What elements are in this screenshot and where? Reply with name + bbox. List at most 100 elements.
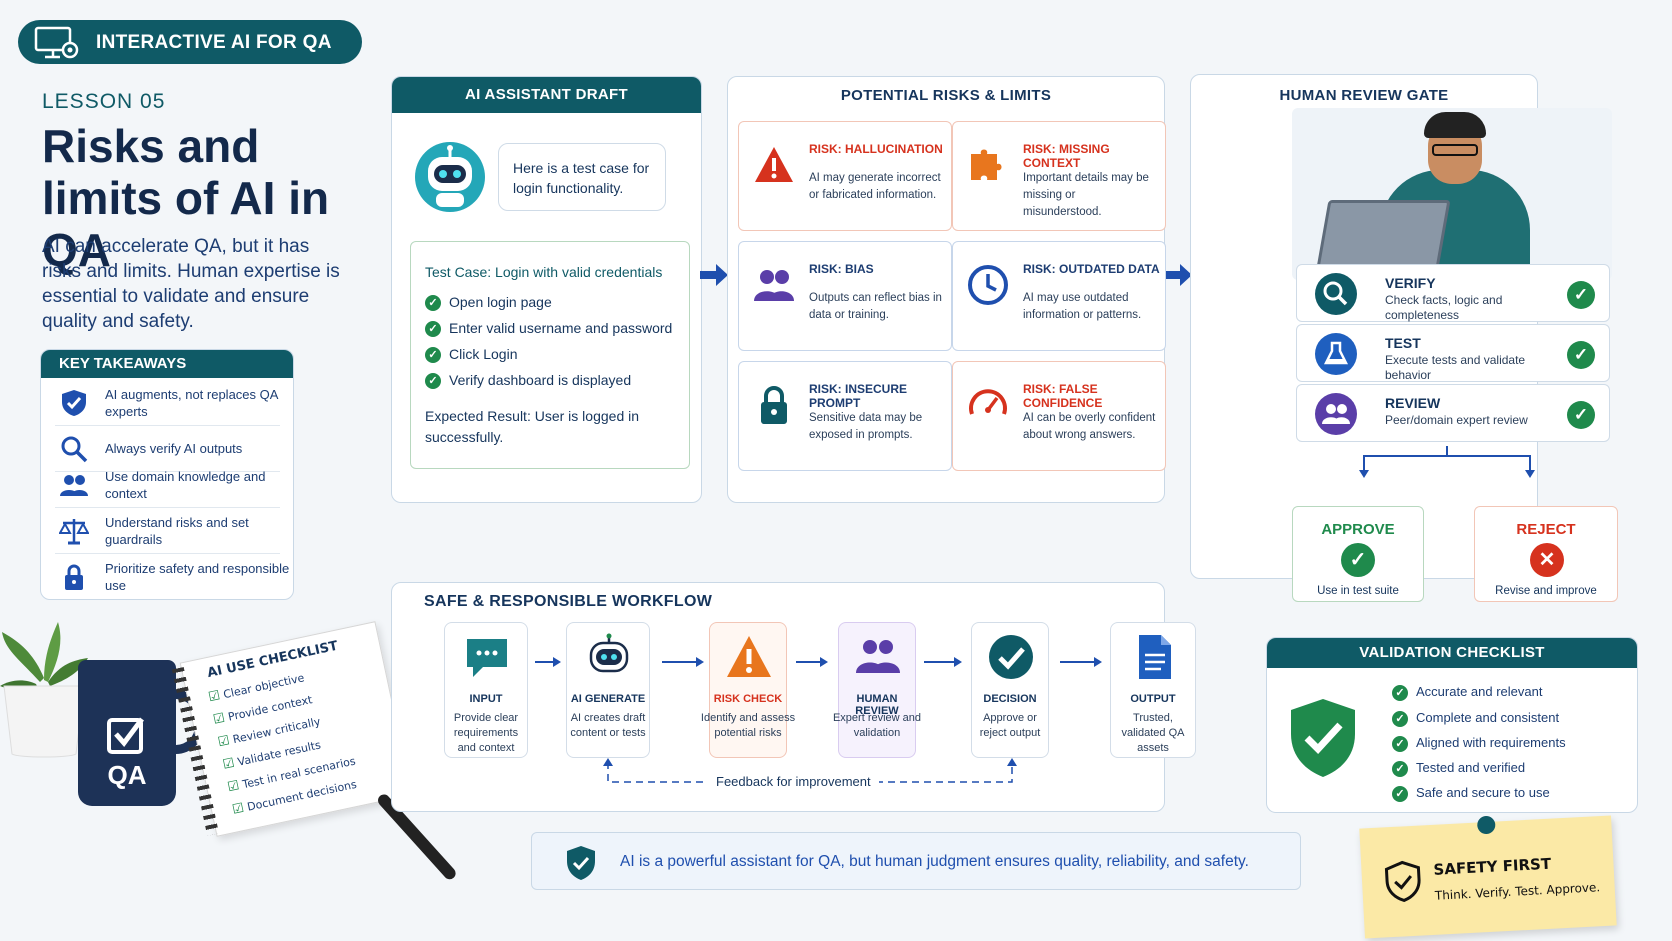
note-title: SAFETY FIRST — [1433, 854, 1552, 879]
risk-desc: Sensitive data may be exposed in prompts… — [809, 412, 923, 441]
expected-result: Expected Result: User is logged in succe… — [425, 408, 640, 445]
risk-desc: AI may generate incorrect or fabricated … — [809, 172, 941, 201]
check-circle-icon: ✓ — [1341, 543, 1375, 577]
lesson-label: LESSON 05 — [42, 90, 166, 113]
workflow-step-title: OUTPUT — [1130, 693, 1176, 705]
check-circle-icon — [989, 635, 1033, 679]
risk-desc: Important details may be missing or misu… — [1023, 172, 1149, 218]
check-icon: ✓ — [425, 373, 441, 390]
test-step: ✓Open login page — [425, 294, 552, 312]
checklist-title: AI USE CHECKLIST — [206, 638, 340, 682]
test-case-card: Test Case: Login with valid credentials … — [410, 241, 690, 469]
takeaway-item: Use domain knowledge and context — [55, 462, 280, 508]
risk-title: RISK: BIAS — [809, 262, 874, 276]
workflow-step-desc: AI creates draft content or tests — [570, 712, 646, 739]
workflow-step-human-review: HUMAN REVIEW Expert review and validatio… — [833, 622, 921, 758]
takeaway-item: Prioritize safety and responsible use — [55, 554, 289, 600]
gate-row-title: TEST — [1385, 335, 1421, 351]
people-icon — [754, 270, 794, 301]
mug-label: QA — [107, 760, 147, 790]
takeaway-label: Understand risks and set guardrails — [105, 515, 249, 547]
test-case-heading: Test Case: Login with valid credentials — [425, 264, 663, 280]
checkbox-icon — [107, 717, 144, 754]
shield-check-icon — [1384, 860, 1421, 903]
takeaway-label: AI augments, not replaces QA experts — [105, 387, 278, 419]
check-icon: ✓ — [1567, 401, 1595, 429]
test-step: ✓Enter valid username and password — [425, 320, 672, 338]
takeaway-item: Understand risks and set guardrails — [55, 508, 280, 554]
workflow-step-title: RISK CHECK — [713, 693, 783, 705]
gate-title: HUMAN REVIEW GATE — [1279, 87, 1449, 104]
lock-icon — [65, 564, 83, 590]
arrow-right-icon — [535, 657, 561, 667]
risk-title: RISK: FALSE CONFIDENCE — [1023, 382, 1103, 410]
risk-title: RISK: INSECURE PROMPT — [809, 382, 908, 410]
takeaway-item: Always verify AI outputs — [55, 426, 280, 472]
reject-desc: Revise and improve — [1495, 585, 1597, 597]
puzzle-icon — [971, 149, 1002, 180]
arrow-right-icon — [1060, 657, 1102, 667]
risk-card-insecure-prompt: RISK: INSECURE PROMPT Sensitive data may… — [738, 361, 952, 471]
potential-risks-panel: POTENTIAL RISKS & LIMITS RISK: HALLUCINA… — [727, 76, 1166, 503]
workflow-step-decision: DECISION Approve or reject output — [971, 622, 1049, 758]
risk-title: RISK: HALLUCINATION — [809, 142, 943, 156]
workflow-step-ai-generate: AI GENERATE AI creates draft content or … — [566, 622, 650, 758]
check-icon: ✓ — [1392, 760, 1408, 777]
branch-arrows — [1359, 446, 1535, 478]
risk-desc: Outputs can reflect bias in data or trai… — [809, 292, 942, 321]
risk-desc: AI can be overly confident about wrong a… — [1023, 412, 1156, 441]
risk-card-missing-context: RISK: MISSING CONTEXT Important details … — [952, 121, 1166, 231]
validation-item: ✓Accurate and relevant — [1392, 684, 1542, 701]
page-title: Risks and limits of AI in QA — [42, 120, 330, 276]
check-icon: ✓ — [1392, 684, 1408, 701]
check-icon: ✓ — [425, 295, 441, 312]
shield-check-icon — [62, 390, 86, 416]
ai-assistant-draft-panel: AI ASSISTANT DRAFT Here is a test case f… — [391, 76, 702, 503]
key-takeaways-title: KEY TAKEAWAYS — [41, 350, 293, 378]
arrow-right-icon — [662, 657, 704, 667]
assistant-bubble: Here is a test case for login functional… — [498, 143, 666, 211]
gate-row-desc: Peer/domain expert review — [1385, 413, 1528, 427]
clock-icon — [968, 265, 1008, 305]
lock-icon — [761, 386, 787, 424]
risk-title: RISK: MISSING CONTEXT — [1023, 142, 1110, 170]
workflow-step-output: OUTPUT Trusted, validated QA assets — [1110, 622, 1196, 758]
shield-check-icon — [567, 846, 595, 880]
ai-use-checklist-notebook: AI USE CHECKLIST ☑ Clear objective ☑ Pro… — [171, 621, 413, 837]
workflow-step-desc: Expert review and validation — [832, 712, 922, 739]
check-icon: ✓ — [425, 321, 441, 338]
risk-card-false-confidence: RISK: FALSE CONFIDENCE AI can be overly … — [952, 361, 1166, 471]
risk-card-hallucination: RISK: HALLUCINATION AI may generate inco… — [738, 121, 952, 231]
intro-text: AI can accelerate QA, but it has risks a… — [42, 236, 340, 332]
approve-title: APPROVE — [1321, 521, 1395, 538]
validation-checklist-panel: VALIDATION CHECKLIST — [1266, 637, 1638, 813]
gate-row-desc: Check facts, logic and completeness — [1385, 293, 1503, 322]
workflow-step-desc: Trusted, validated QA assets — [1121, 712, 1185, 754]
validation-item: ✓Aligned with requirements — [1392, 735, 1566, 752]
warning-icon — [727, 636, 771, 677]
x-circle-icon: ✕ — [1530, 543, 1564, 577]
workflow-step-risk-check: RISK CHECK Identify and assess potential… — [701, 622, 795, 758]
risk-card-bias: RISK: BIAS Outputs can reflect bias in d… — [738, 241, 952, 351]
arrow-right-icon — [924, 657, 962, 667]
arrow-right-icon — [700, 264, 728, 286]
validation-title: VALIDATION CHECKLIST — [1267, 638, 1637, 668]
gate-row-desc: Execute tests and validate behavior — [1385, 353, 1526, 382]
validation-item: ✓Tested and verified — [1392, 760, 1525, 777]
workflow-step-desc: Identify and assess potential risks — [700, 712, 796, 739]
test-step: ✓Verify dashboard is displayed — [425, 372, 631, 390]
check-icon: ✓ — [1392, 735, 1408, 752]
note-subtitle: Think. Verify. Test. Approve. — [1434, 880, 1601, 903]
flask-icon — [1315, 333, 1357, 375]
shield-check-icon — [1291, 699, 1355, 777]
magnifier-icon — [1315, 273, 1357, 315]
chat-icon — [467, 639, 507, 677]
magnifier-icon — [61, 436, 88, 463]
workflow-step-desc: Provide clear requirements and context — [453, 712, 519, 754]
header-badge: INTERACTIVE AI FOR QA — [18, 20, 362, 64]
check-icon: ✓ — [1567, 341, 1595, 369]
workflow-step-input: INPUT Provide clear requirements and con… — [444, 622, 528, 758]
approve-desc: Use in test suite — [1317, 585, 1399, 597]
takeaway-label: Always verify AI outputs — [105, 441, 243, 456]
draft-title: AI ASSISTANT DRAFT — [392, 77, 701, 113]
